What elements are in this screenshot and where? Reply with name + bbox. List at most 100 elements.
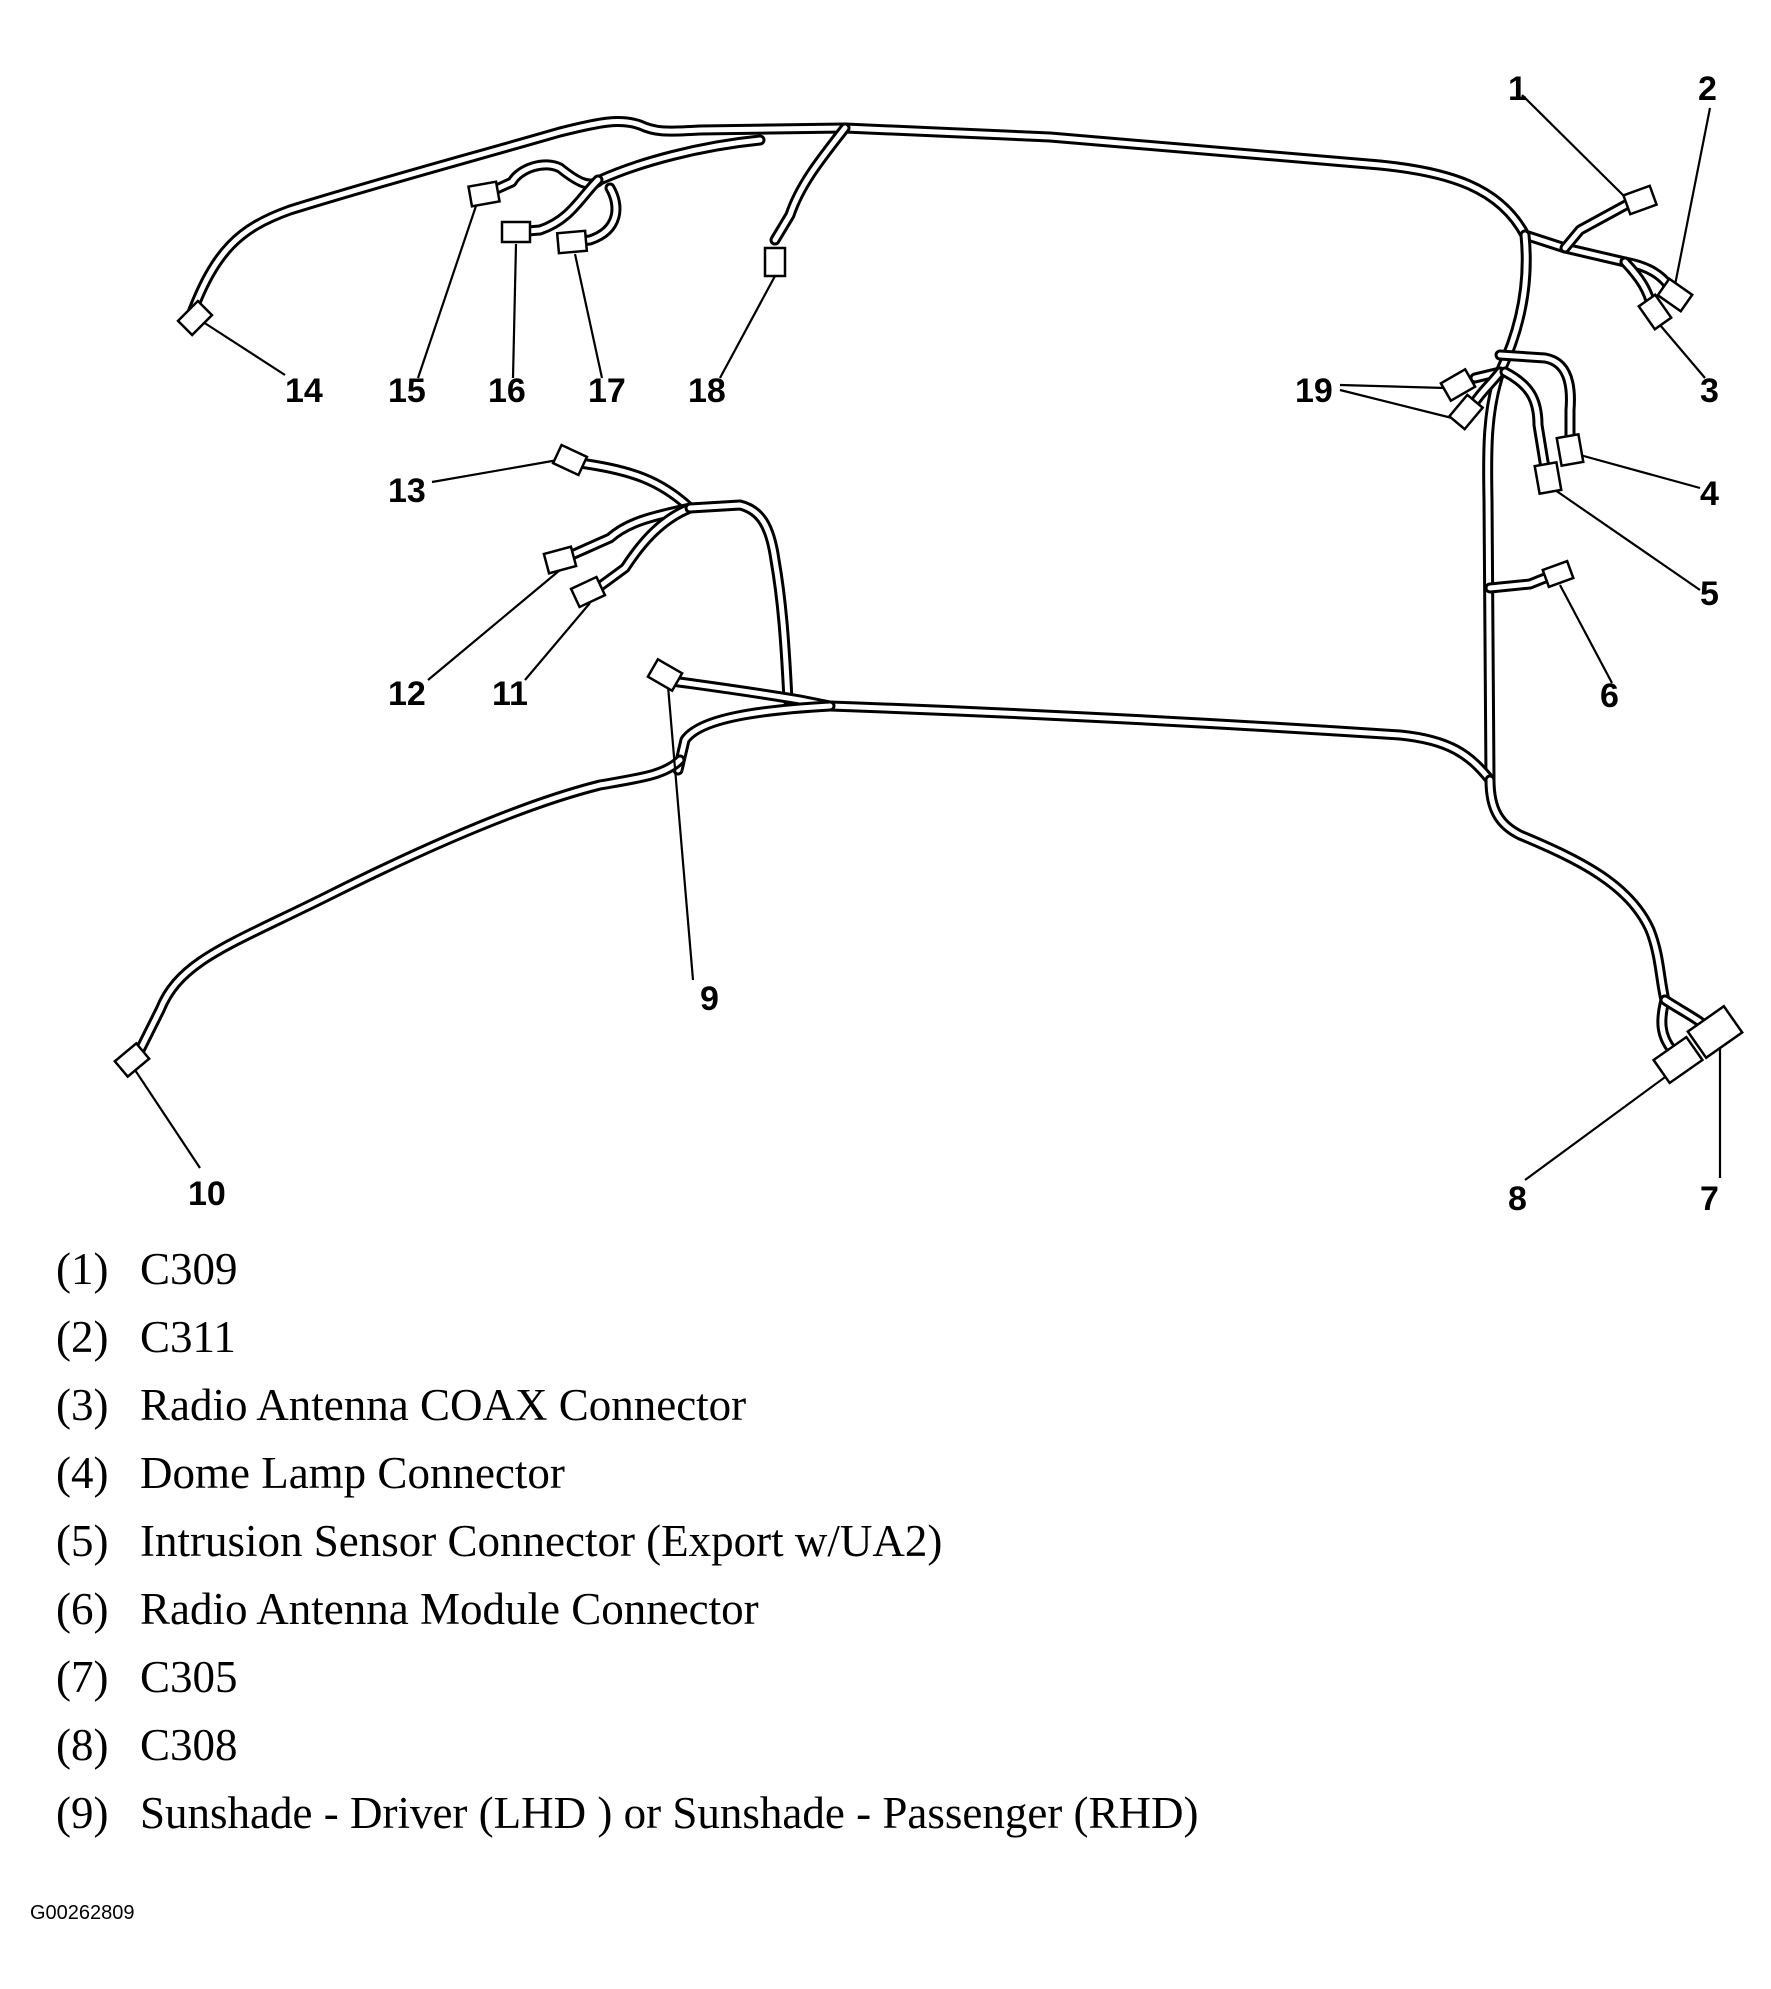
legend-text: C308: [140, 1720, 238, 1770]
callout-15: 15: [388, 372, 426, 410]
harness-branch-4-core: [1497, 352, 1573, 443]
legend-item-7: (7)C305: [56, 1643, 1656, 1711]
leader-12: [427, 569, 561, 681]
harness-branch-5-core: [1502, 369, 1548, 471]
connector-14: [176, 299, 214, 337]
leader-2: [1673, 107, 1712, 286]
callout-10: 10: [188, 1175, 226, 1213]
legend-number: (4): [56, 1448, 109, 1498]
connector-2: [1656, 277, 1694, 313]
legend-number: (7): [56, 1652, 109, 1702]
harness-mid-loop: [684, 499, 794, 706]
harness-lower-join-core: [675, 703, 833, 773]
legend-number: (8): [56, 1720, 109, 1770]
leader-18: [719, 275, 776, 379]
legend-number: (5): [56, 1516, 109, 1566]
leader-10: [134, 1069, 201, 1169]
connector-5: [1533, 460, 1563, 496]
harness-lower-left: [134, 754, 686, 1056]
callout-9: 9: [700, 980, 719, 1018]
callout-5: 5: [1700, 575, 1719, 613]
callout-11: 11: [492, 675, 528, 713]
connector-7: [1686, 1004, 1744, 1060]
connector-3: [1637, 293, 1673, 331]
leader-14: [199, 319, 286, 376]
leader-6: [1559, 584, 1613, 684]
connector-16: [500, 220, 532, 244]
connector-13: [551, 443, 589, 477]
callout-7: 7: [1700, 1180, 1719, 1215]
connector-8: [1651, 1035, 1705, 1085]
callout-6: 6: [1600, 677, 1619, 715]
callout-8: 8: [1508, 1180, 1527, 1215]
legend-item-1: (1) C309: [56, 1235, 1656, 1303]
connector-10: [113, 1041, 151, 1079]
callout-4: 4: [1700, 475, 1719, 513]
legend-item-8: (8) C308: [56, 1711, 1656, 1779]
harness-loop-17-core: [567, 185, 619, 245]
leader-5: [1554, 489, 1701, 591]
legend-number: (2): [56, 1312, 109, 1362]
harness-mid-11-core: [592, 505, 693, 593]
connector-1: [1621, 184, 1659, 216]
callout-13: 13: [388, 472, 426, 510]
leader-4: [1579, 453, 1701, 490]
callout-18: 18: [688, 372, 726, 410]
leader-9: [666, 685, 695, 981]
connector-11: [569, 575, 607, 609]
legend-number: (3): [56, 1380, 109, 1430]
legend-number: (1): [56, 1244, 109, 1294]
legend-item-2: (2) C311: [56, 1303, 1656, 1371]
harness-loop-16-core: [512, 177, 601, 235]
legend-text: Sunshade - Driver (LHD ) or Sunshade - P…: [140, 1788, 1199, 1838]
harness-mid-13: [574, 457, 696, 514]
wiring-harness-diagram: 1 2 3 4 5 6 7 8 9 10 11 12 13 14 15 16 1…: [113, 70, 1744, 1215]
harness-lower-main-core: [827, 703, 1493, 783]
legend-item-3: (3) Radio Antenna COAX Connector: [56, 1371, 1656, 1439]
callout-12: 12: [388, 675, 426, 713]
legend-item-5: (5)Intrusion Sensor Connector (Export w/…: [56, 1507, 1656, 1575]
harness-lower-9-core: [662, 677, 833, 709]
callout-3: 3: [1700, 372, 1719, 410]
harness-wires: [134, 116, 1716, 1056]
harness-upper-main-core: [187, 119, 1628, 321]
harness-lower-left-core: [137, 757, 683, 1053]
connector-9: [646, 657, 684, 693]
connector-18: [763, 246, 787, 278]
legend-number: (6): [56, 1584, 109, 1634]
harness-branch-1-core: [1562, 197, 1638, 251]
legend-text: Radio Antenna Module Connector: [140, 1584, 759, 1634]
connector-12: [542, 545, 578, 575]
leader-19b: [1339, 388, 1453, 420]
callout-2: 2: [1698, 70, 1717, 108]
harness-lower-right: [1484, 774, 1671, 1006]
legend-text: C309: [140, 1244, 238, 1294]
leader-15: [416, 199, 480, 379]
connector-6: [1541, 559, 1575, 589]
legend-text: Dome Lamp Connector: [140, 1448, 565, 1498]
legend-item-6: (6) Radio Antenna Module Connector: [56, 1575, 1656, 1643]
leader-16: [511, 243, 518, 379]
callout-14: 14: [285, 372, 323, 410]
leader-13: [431, 458, 559, 484]
harness-lower-right-core: [1487, 777, 1668, 1003]
legend-text: C311: [140, 1312, 236, 1362]
callout-1: 1: [1508, 70, 1527, 108]
connector-15: [467, 180, 501, 208]
legend-text: Radio Antenna COAX Connector: [140, 1380, 747, 1430]
leader-3: [1659, 324, 1706, 379]
connectors: [113, 180, 1744, 1085]
harness-mid-loop-core: [687, 502, 791, 703]
harness-upper-main: [184, 116, 1631, 324]
harness-branch-18-core: [772, 125, 848, 243]
legend-item-4: (4) Dome Lamp Connector: [56, 1439, 1656, 1507]
legend: (1) C309 (2) C311 (3) Radio Antenna COAX Co…: [56, 1235, 1656, 1847]
connector-4: [1555, 432, 1585, 468]
leader-11: [524, 602, 591, 681]
callout-16: 16: [488, 372, 526, 410]
callout-19: 19: [1295, 372, 1333, 410]
connector-19a: [1439, 367, 1477, 403]
legend-item-9: (9)Sunshade - Driver (LHD ) or Sunshade …: [56, 1779, 1656, 1847]
leader-19a: [1339, 383, 1446, 390]
harness-branch-6-core: [1487, 573, 1553, 591]
